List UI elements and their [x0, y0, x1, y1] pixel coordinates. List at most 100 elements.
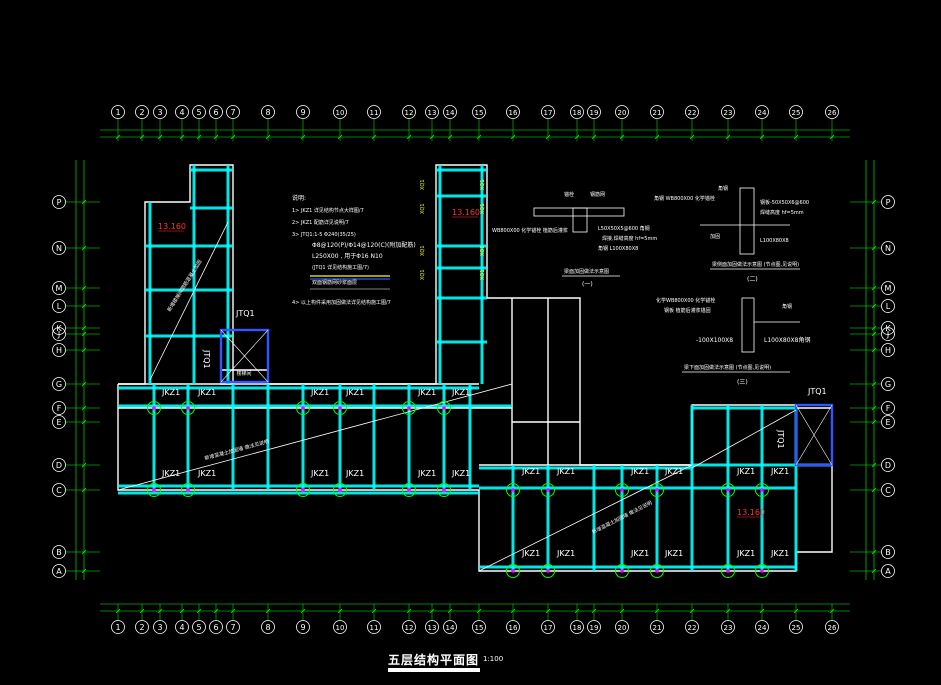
axis-bubble [685, 105, 699, 119]
detail-callout: 钢板 植筋后灌浆锚固 [664, 307, 711, 314]
axis-bubble [789, 620, 803, 634]
axis-label: 21 [653, 109, 662, 117]
dimension-tick [196, 608, 202, 614]
column-node [407, 406, 411, 410]
column-circle [437, 401, 451, 415]
column-circle [506, 564, 520, 578]
axis-label: 14 [446, 624, 455, 632]
axis-bubble [367, 620, 381, 634]
notes-line: 1> JKZ1 详见结构节点大样图/7 [292, 207, 364, 214]
axis-label: 6 [213, 108, 218, 117]
dimension-tick [81, 419, 87, 425]
dimension-tick [871, 419, 877, 425]
column-node [760, 569, 764, 573]
column-node [546, 488, 550, 492]
column-node [186, 406, 190, 410]
detail-callout: L50X50X5@600 角钢 [598, 225, 650, 232]
column-node [620, 488, 624, 492]
axis-label: 7 [230, 108, 235, 117]
column-circle [506, 483, 520, 497]
dimension-tick [510, 608, 516, 614]
dimension-tick [545, 134, 551, 140]
column-circle [147, 483, 161, 497]
column-tag-jkz1: JKZ1 [630, 467, 649, 476]
axis-label: 10 [336, 624, 345, 632]
axis-bubble [881, 415, 895, 429]
axis-label: M [56, 284, 63, 293]
drawing-title-underline [388, 668, 480, 672]
stair-note: 楼梯间 [236, 370, 251, 377]
axis-bubble [506, 105, 520, 119]
detail-caption: 梁侧面加固做法示意图 (节点图,见说明) [712, 261, 799, 268]
axis-bubble [881, 299, 895, 313]
dimension-tick [371, 134, 377, 140]
axis-label: F [886, 404, 891, 413]
diagonal-note: 新增楼梯间钢筋混凝土加固 [166, 258, 204, 313]
axis-bubble [881, 458, 895, 472]
axis-bubble [881, 564, 895, 578]
dimension-tick [81, 487, 87, 493]
dimension-tick [230, 134, 236, 140]
xq-tag: XQ1 [480, 203, 486, 214]
dimension-tick [81, 285, 87, 291]
axis-bubble [52, 343, 66, 357]
notes-line: (JTQ1 详见结构施工图/7) [312, 264, 369, 271]
axis-bubble [226, 620, 240, 634]
notes-line: 3> JTQ1:1-5 Φ240(35/25) [292, 232, 356, 238]
dimension-tick [406, 134, 412, 140]
axis-bubble [52, 483, 66, 497]
column-circle [541, 483, 555, 497]
axis-bubble [755, 620, 769, 634]
axis-bubble [472, 620, 486, 634]
axis-label: L [57, 302, 62, 311]
notes-line: 4> 以上构件采用加固做法详见结构施工图/7 [292, 299, 391, 306]
dimension-tick [871, 568, 877, 574]
dimension-tick [871, 285, 877, 291]
xq-tag: XQ1 [420, 245, 426, 256]
dimension-tick [759, 134, 765, 140]
axis-label: K [56, 324, 62, 333]
axis-label: K [885, 324, 891, 333]
column-tag-jkz1: JKZ1 [630, 549, 649, 558]
column-node [511, 488, 515, 492]
detail-caption: 梁下面加固做法示意图 (节点图,见说明) [684, 364, 771, 371]
axis-label: 3 [157, 108, 162, 117]
detail-wall [739, 187, 755, 255]
column-node [301, 488, 305, 492]
column-node [338, 406, 342, 410]
axis-bubble [825, 105, 839, 119]
dimension-tick [81, 245, 87, 251]
detail-callout: 焊缝高度 hf=5mm [760, 209, 804, 216]
axis-bubble [135, 105, 149, 119]
column-node [726, 488, 730, 492]
elevation-tag: 13.160 [452, 208, 480, 217]
dimension-tick [81, 303, 87, 309]
axis-bubble [52, 377, 66, 391]
column-circle [147, 401, 161, 415]
dimension-tick [406, 608, 412, 614]
dimension-tick [871, 303, 877, 309]
axis-bubble [135, 620, 149, 634]
notes-line: 双面钢筋网砂浆面层 [312, 279, 357, 286]
axis-label: 19 [590, 624, 599, 632]
dimension-tick [337, 608, 343, 614]
axis-bubble [209, 620, 223, 634]
axis-bubble [153, 105, 167, 119]
dimension-tick [654, 608, 660, 614]
axis-label: H [56, 346, 62, 355]
dimension-tick [510, 134, 516, 140]
axis-bubble [175, 105, 189, 119]
axis-label: 11 [370, 109, 379, 117]
dimension-tick [871, 487, 877, 493]
axis-bubble [52, 241, 66, 255]
stair-cross [220, 329, 269, 383]
dimension-tick [337, 134, 343, 140]
axis-bubble [881, 195, 895, 209]
detail-callout: 化学WB800X00 化学锚栓 [656, 297, 715, 304]
axis-label: J [57, 330, 60, 339]
axis-label: 19 [590, 109, 599, 117]
xq-tag: XQ1 [420, 179, 426, 190]
notes-heading: 说明: [292, 194, 306, 202]
notes-line: 2> JKZ1 配筋详见说明/7 [292, 219, 349, 226]
detail-num: (三) [737, 379, 748, 386]
